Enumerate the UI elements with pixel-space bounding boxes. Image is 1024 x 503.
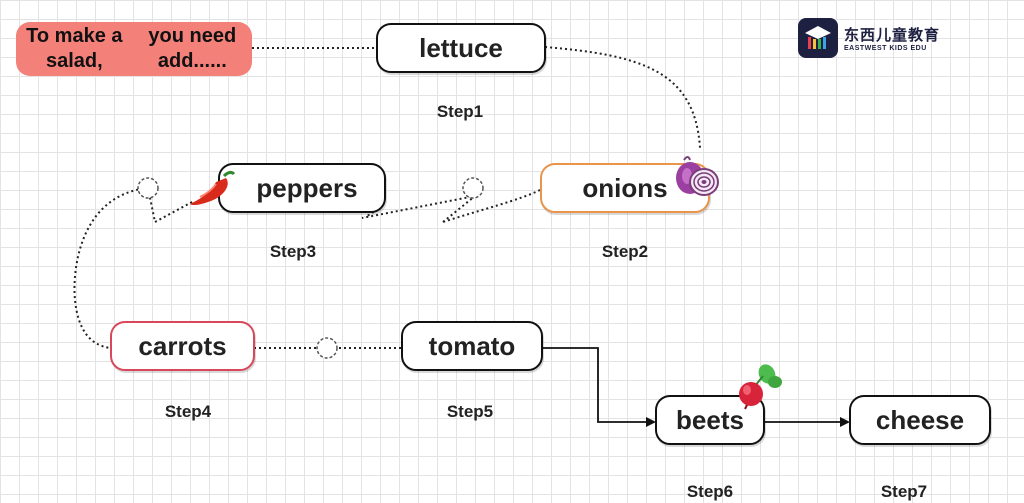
onion-icon (676, 156, 719, 196)
logo-chinese-text: 东西儿童教育 (844, 27, 941, 44)
node-label: carrots (138, 330, 227, 361)
node-label: tomato (428, 330, 516, 361)
connector-circle (137, 177, 159, 199)
node-peppers: peppers (218, 163, 386, 213)
step-label: Step2 (601, 242, 649, 261)
connector-circle (316, 337, 338, 359)
node-lettuce: lettuce (376, 23, 546, 73)
node-label: cheese (875, 404, 965, 435)
step-label: Step4 (164, 402, 212, 421)
node-label: onions (582, 172, 668, 203)
node-label: lettuce (419, 32, 503, 63)
step-label: Step6 (686, 482, 734, 501)
arrowhead (840, 417, 850, 427)
arrowhead (646, 417, 656, 427)
connector-circle (462, 177, 484, 199)
chili-pepper-icon (190, 170, 236, 206)
intro-bubble: To make a salad,you need add...... (16, 22, 252, 76)
node-label: beets (676, 404, 744, 435)
beet-icon (739, 364, 782, 410)
node-tomato: tomato (401, 321, 543, 371)
node-cheese: cheese (849, 395, 991, 445)
logo-mark-icon (798, 18, 838, 58)
step-label: Step5 (446, 402, 494, 421)
brand-logo: 东西儿童教育 EASTWEST KIDS EDU (798, 16, 946, 60)
node-label: peppers (256, 172, 358, 203)
step-label: Step7 (880, 482, 928, 501)
node-carrots: carrots (110, 321, 255, 371)
step-label: Step1 (436, 102, 484, 121)
step-label: Step3 (269, 242, 317, 261)
logo-english-text: EASTWEST KIDS EDU (844, 45, 927, 52)
